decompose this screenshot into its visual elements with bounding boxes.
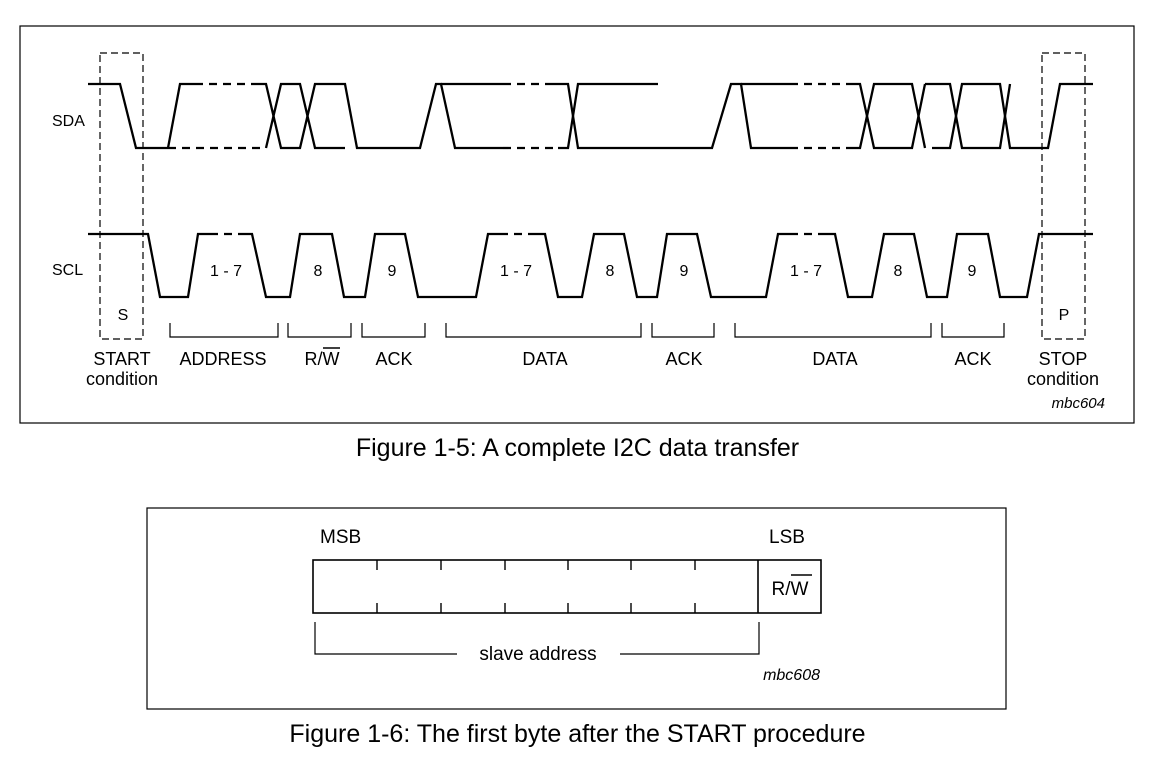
slave-address-bracket — [314, 622, 760, 655]
segment-label-data: DATA — [812, 349, 857, 369]
lsb-label: LSB — [769, 527, 805, 548]
pulse-label: 1 - 7 — [500, 263, 532, 280]
stop-dashed-box — [1041, 52, 1086, 340]
start-symbol: S — [118, 307, 129, 324]
segment-label-rw: R/W — [305, 349, 340, 369]
pulse-label: 9 — [680, 263, 689, 280]
segment-brackets — [169, 323, 1005, 338]
start-dashed-box — [99, 52, 144, 340]
figure-frame — [146, 507, 1007, 710]
segment-label-ack: ACK — [954, 349, 991, 369]
segment-label-ack: ACK — [665, 349, 702, 369]
stop-symbol: P — [1059, 307, 1070, 324]
slave-address-label: slave address — [479, 644, 596, 665]
sda-label: SDA — [52, 113, 85, 130]
pulse-label: 9 — [968, 263, 977, 280]
sda-dashed-segments — [168, 82, 846, 150]
pulse-label: 8 — [606, 263, 615, 280]
figure-1-5-caption: Figure 1-5: A complete I2C data transfer — [355, 434, 800, 462]
pulse-label: 1 - 7 — [790, 263, 822, 280]
pulse-label: 8 — [314, 263, 323, 280]
stop-condition-line2: condition — [1027, 369, 1099, 389]
msb-label: MSB — [320, 527, 361, 548]
scl-label: SCL — [52, 262, 83, 279]
scl-waveform — [88, 232, 1093, 299]
segment-label-address: ADDRESS — [179, 349, 266, 369]
bit-ticks — [376, 560, 696, 613]
figure-frame — [19, 25, 1135, 424]
i2c-transfer-figure: SDA SCL 1 - 7 8 9 1 - 7 8 9 1 - 7 8 9 S … — [19, 25, 1135, 424]
stop-condition-line1: STOP — [1039, 349, 1088, 369]
segment-label-data: DATA — [522, 349, 567, 369]
figure-tag: mbc608 — [763, 667, 820, 684]
pulse-label: 9 — [388, 263, 397, 280]
segment-label-ack: ACK — [375, 349, 412, 369]
rw-cell-label: R/W — [772, 579, 809, 600]
pulse-label: 1 - 7 — [210, 263, 242, 280]
figure-1-6-caption: Figure 1-6: The first byte after the STA… — [289, 720, 866, 748]
byte-register — [312, 559, 822, 614]
start-condition-line1: START — [93, 349, 150, 369]
figure-tag: mbc604 — [1052, 395, 1105, 412]
sda-waveform — [88, 82, 1093, 150]
start-condition-line2: condition — [86, 369, 158, 389]
pulse-label: 8 — [894, 263, 903, 280]
